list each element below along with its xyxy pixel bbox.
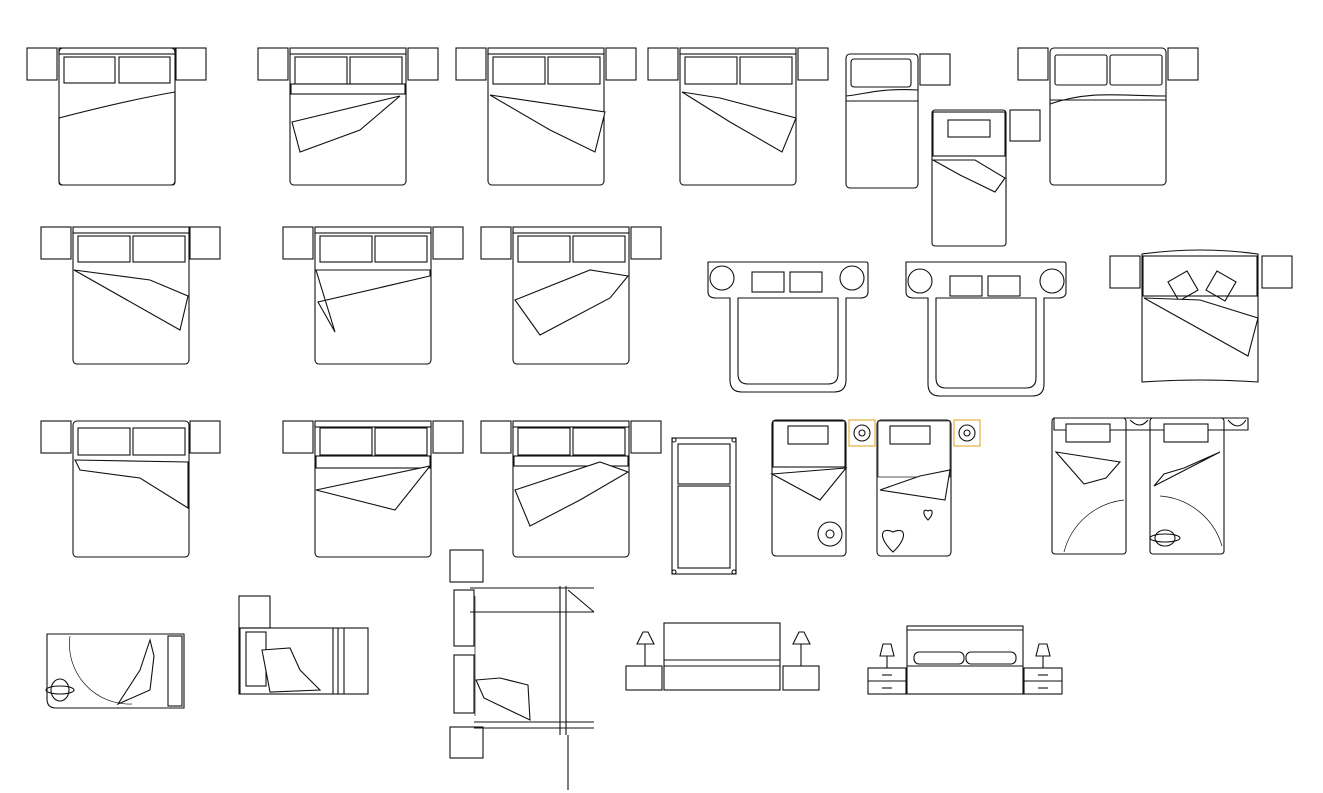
bed-bunk-side [449, 549, 595, 790]
bed-rounded-headboard-2 [905, 261, 1067, 397]
lamp-icon [709, 265, 735, 291]
bed-twin-kids-flowers [770, 419, 876, 557]
nightstand [625, 665, 663, 691]
bed-side-view [238, 595, 369, 695]
front-elevation-plain [625, 622, 820, 691]
lamp-icon [636, 631, 655, 645]
bed-plaid [647, 47, 829, 186]
pillow [63, 56, 116, 84]
lamp-icon [907, 268, 933, 294]
bed-twin-space-theme [1051, 417, 1249, 555]
target-icon [848, 419, 876, 447]
bed-square-grid [480, 420, 662, 558]
bed-crosshatch [480, 226, 662, 365]
lamp-icon [879, 643, 895, 657]
pillow [965, 651, 1017, 665]
nightstand [782, 665, 820, 691]
bed-zigzag [40, 226, 221, 365]
nightstand-left [26, 47, 58, 81]
front-elevation-pillows [867, 625, 1063, 695]
bed-wood-grain [40, 420, 221, 558]
bed-single-plain [845, 53, 951, 189]
lamp-icon [1035, 643, 1051, 657]
lamp-icon [792, 631, 811, 645]
planet-icon [1149, 533, 1181, 543]
bed-space-side [45, 633, 185, 709]
bed-twin-kids-hearts [876, 419, 981, 557]
heart-icon [881, 530, 905, 553]
pillow [118, 56, 171, 84]
bed-floral [26, 47, 207, 186]
bed-dotted [282, 226, 464, 365]
pillow [913, 651, 965, 665]
lamp-icon [1039, 268, 1065, 294]
lamp-icon [839, 265, 865, 291]
bed-vertical-stripe [455, 47, 637, 186]
bed-rounded-headboard [707, 261, 869, 393]
target-icon [953, 419, 981, 447]
bed-horizontal-stripe [257, 47, 439, 186]
nightstand-right [175, 47, 207, 81]
bed-arc-pattern [282, 420, 464, 558]
bed-plaid-with-pillows [1109, 249, 1293, 383]
bed-single-plaid [930, 109, 1041, 247]
bed-double-plain [1017, 47, 1199, 186]
daybed [671, 437, 737, 575]
planet-icon [45, 685, 75, 695]
